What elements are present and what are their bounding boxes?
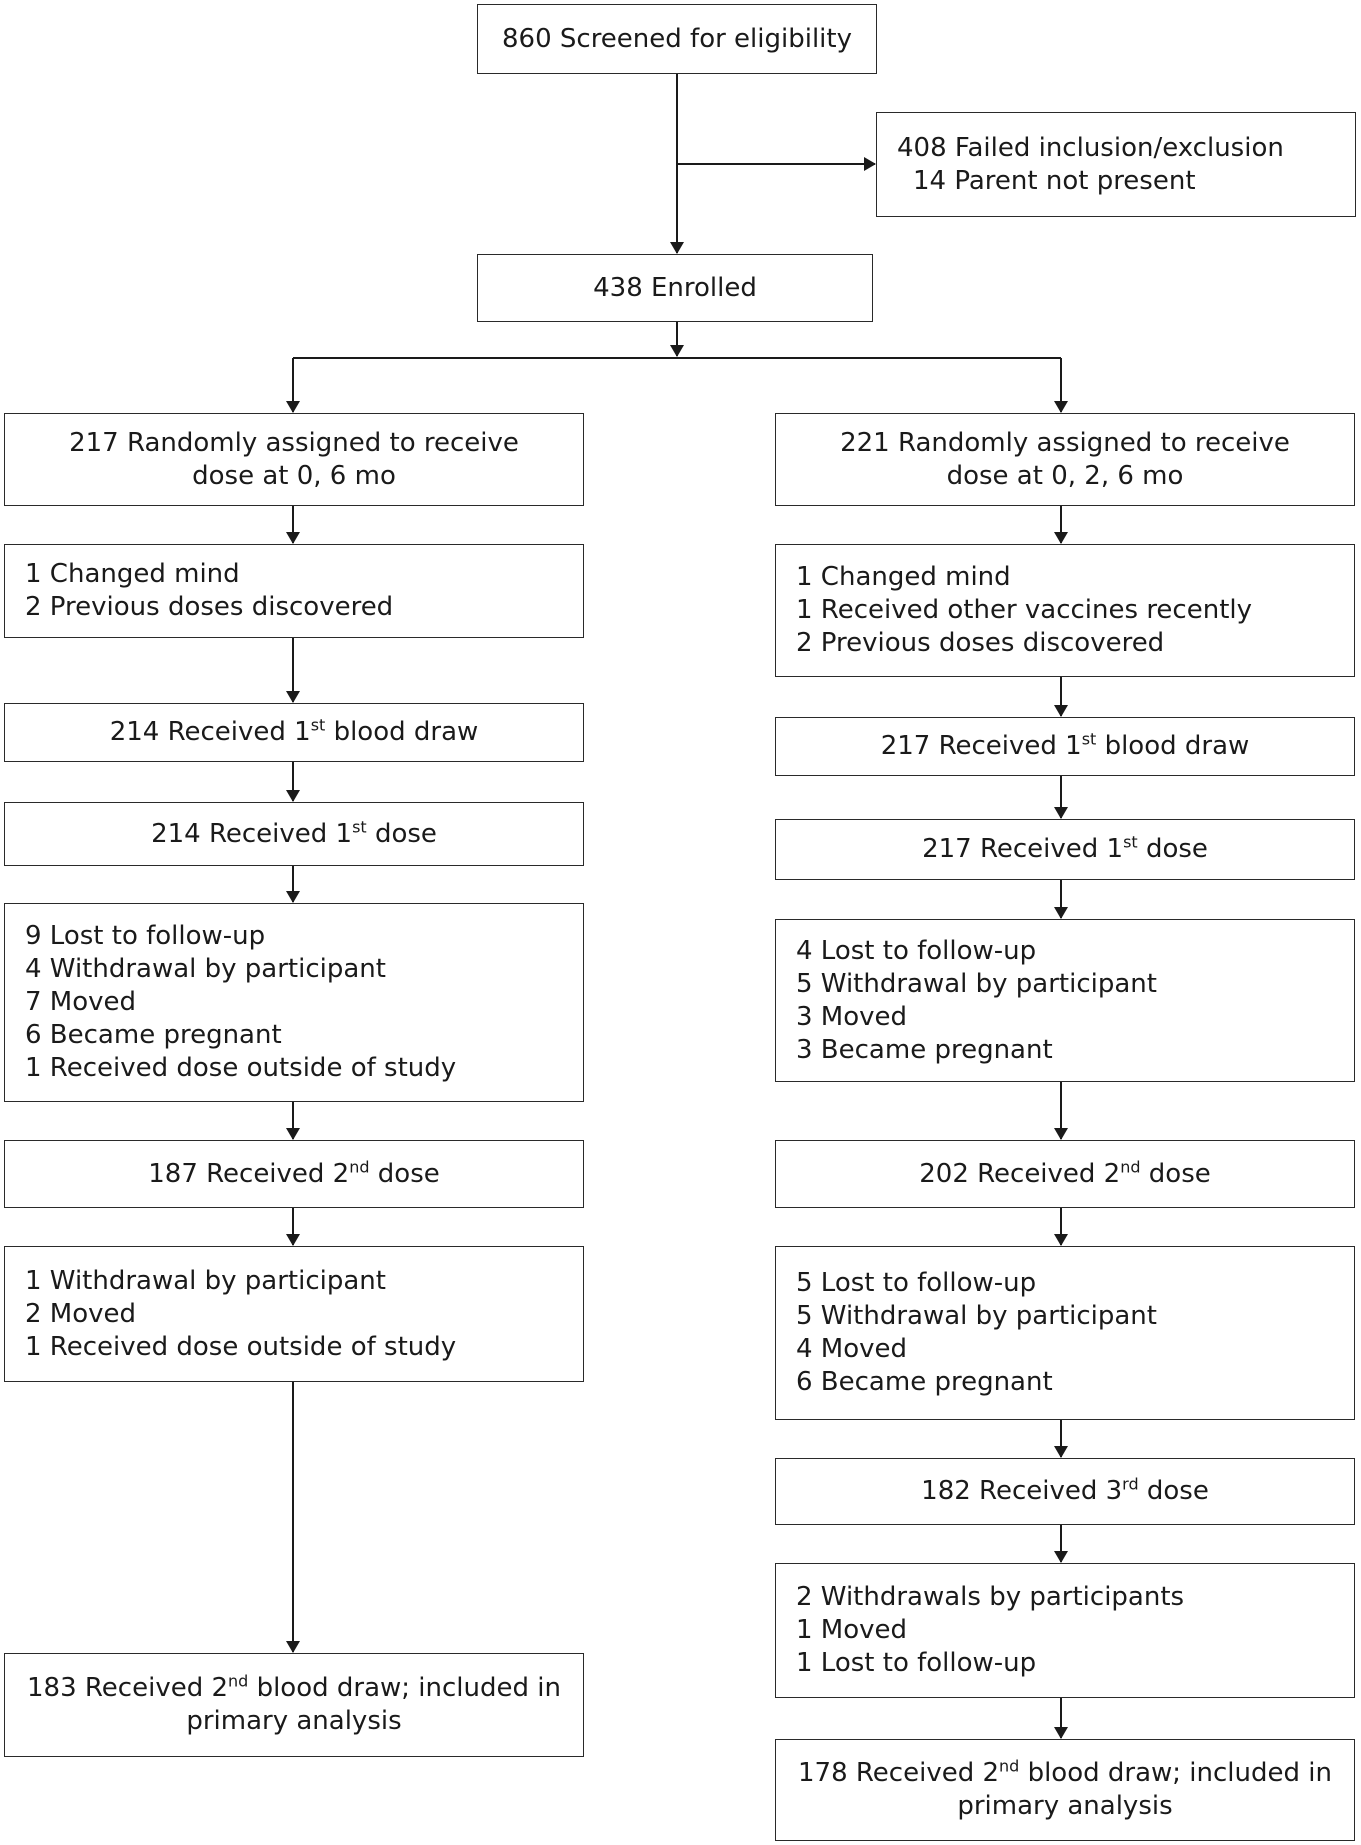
right-excluded-box: 1 Changed mind 1 Received other vaccines…: [775, 544, 1355, 677]
list-item: 4 Lost to follow-up: [796, 935, 1037, 966]
list-item: 9 Lost to follow-up: [25, 921, 266, 951]
right-dose-1-text: 217 Received 1st dose: [922, 832, 1208, 864]
left-dose-2-box: 187 Received 2nd dose: [4, 1140, 584, 1208]
right-randomized-line-2: dose at 0, 2, 6 mo: [946, 460, 1184, 491]
list-item: 1 Moved: [796, 1615, 908, 1645]
list-item: 1 Received dose outside of study: [25, 1331, 457, 1362]
left-dose-2-text: 187 Received 2nd dose: [148, 1156, 440, 1189]
enrolled-text: 438 Enrolled: [593, 272, 757, 303]
right-dose-3-text: 182 Received 3rd dose: [921, 1474, 1209, 1506]
right-final-line-1: 178 Received 2nd blood draw; included in: [798, 1756, 1332, 1788]
left-final-line-1: 183 Received 2nd blood draw; included in: [27, 1671, 561, 1703]
right-final-line-2: primary analysis: [957, 1791, 1173, 1821]
right-randomized-box: 221 Randomly assigned to receive dose at…: [775, 413, 1355, 506]
list-item: 5 Withdrawal by participant: [796, 968, 1157, 999]
list-item: 2 Previous doses discovered: [25, 592, 394, 622]
list-item: 3 Moved: [796, 1001, 908, 1032]
list-item: 2 Withdrawals by participants: [796, 1582, 1185, 1612]
list-item: 1 Changed mind: [796, 562, 1011, 592]
list-item: 3 Became pregnant: [796, 1034, 1053, 1065]
left-lost-1-box: 9 Lost to follow-up 4 Withdrawal by part…: [4, 903, 584, 1102]
right-randomized-line-1: 221 Randomly assigned to receive: [840, 427, 1290, 458]
list-item: 5 Lost to follow-up: [796, 1268, 1037, 1298]
list-item: 6 Became pregnant: [25, 1020, 282, 1050]
list-item: 5 Withdrawal by participant: [796, 1301, 1157, 1331]
list-item: 1 Changed mind: [25, 559, 240, 589]
excluded-line-1: 408 Failed inclusion/exclusion: [897, 132, 1284, 163]
excluded-box: 408 Failed inclusion/exclusion 14 Parent…: [876, 112, 1356, 217]
right-lost-3-box: 2 Withdrawals by participants 1 Moved 1 …: [775, 1563, 1355, 1698]
left-blood-draw-1-text: 214 Received 1st blood draw: [109, 715, 479, 747]
left-blood-draw-1-box: 214 Received 1st blood draw: [4, 703, 584, 762]
enrolled-box: 438 Enrolled: [477, 254, 873, 322]
list-item: 7 Moved: [25, 987, 137, 1017]
right-final-box: 178 Received 2nd blood draw; included in…: [775, 1739, 1355, 1841]
right-dose-1-box: 217 Received 1st dose: [775, 819, 1355, 880]
right-dose-2-box: 202 Received 2nd dose: [775, 1140, 1355, 1208]
right-lost-1-box: 4 Lost to follow-up 5 Withdrawal by part…: [775, 919, 1355, 1082]
left-final-line-2: primary analysis: [186, 1706, 402, 1736]
excluded-line-2: 14 Parent not present: [913, 165, 1196, 196]
right-blood-draw-1-box: 217 Received 1st blood draw: [775, 717, 1355, 776]
list-item: 4 Withdrawal by participant: [25, 954, 386, 984]
left-dose-1-text: 214 Received 1st dose: [151, 816, 437, 849]
list-item: 2 Moved: [25, 1298, 137, 1329]
list-item: 1 Received dose outside of study: [25, 1053, 457, 1083]
list-item: 2 Previous doses discovered: [796, 628, 1165, 658]
screened-box: 860 Screened for eligibility: [477, 4, 877, 74]
right-blood-draw-1-text: 217 Received 1st blood draw: [880, 729, 1250, 761]
right-dose-3-box: 182 Received 3rd dose: [775, 1458, 1355, 1525]
list-item: 6 Became pregnant: [796, 1367, 1053, 1397]
right-lost-2-box: 5 Lost to follow-up 5 Withdrawal by part…: [775, 1246, 1355, 1420]
list-item: 1 Withdrawal by participant: [25, 1265, 386, 1296]
left-randomized-line-2: dose at 0, 6 mo: [192, 460, 396, 491]
left-randomized-line-1: 217 Randomly assigned to receive: [69, 427, 519, 458]
left-dose-1-box: 214 Received 1st dose: [4, 802, 584, 866]
screened-text: 860 Screened for eligibility: [502, 23, 852, 54]
list-item: 1 Lost to follow-up: [796, 1648, 1037, 1678]
list-item: 1 Received other vaccines recently: [796, 595, 1253, 625]
left-excluded-box: 1 Changed mind 2 Previous doses discover…: [4, 544, 584, 638]
left-lost-2-box: 1 Withdrawal by participant 2 Moved 1 Re…: [4, 1246, 584, 1382]
left-final-box: 183 Received 2nd blood draw; included in…: [4, 1653, 584, 1757]
list-item: 4 Moved: [796, 1334, 908, 1364]
left-randomized-box: 217 Randomly assigned to receive dose at…: [4, 413, 584, 506]
right-dose-2-text: 202 Received 2nd dose: [919, 1156, 1211, 1189]
